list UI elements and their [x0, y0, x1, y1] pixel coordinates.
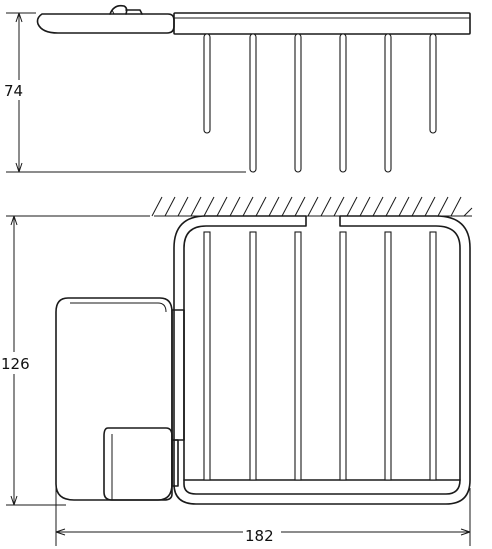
dimension-label-74: 74 — [4, 82, 23, 100]
basket-wire-5 — [384, 231, 392, 481]
hatch-line-9 — [255, 196, 267, 217]
basket-wire-3 — [294, 231, 302, 481]
wire-3 — [294, 33, 302, 173]
wire-1 — [203, 33, 211, 134]
basket-wire-4 — [339, 231, 347, 481]
hatch-line-23 — [437, 196, 449, 217]
hatch-line-4 — [190, 196, 202, 217]
basket-wire-6 — [429, 231, 437, 481]
top-plate — [173, 12, 471, 35]
hatch-line-25 — [463, 207, 473, 217]
top-holder-clip-line — [111, 9, 115, 15]
hatch-line-24 — [450, 196, 462, 217]
holder-cap — [103, 427, 173, 501]
wire-5 — [384, 33, 392, 173]
holder-body — [55, 297, 173, 501]
hatch-line-15 — [333, 196, 345, 217]
hatch-line-19 — [385, 196, 397, 217]
hatch-line-16 — [346, 196, 358, 217]
wire-4 — [339, 33, 347, 173]
top-holder-body — [36, 13, 175, 34]
hatch-line-14 — [320, 196, 332, 217]
mounting-bar-lower — [171, 439, 179, 487]
hatch-line-12 — [294, 196, 306, 217]
dimension-label-126: 126 — [1, 355, 30, 373]
basket-wires — [203, 231, 437, 481]
top-wires — [203, 33, 437, 173]
wall-hatching — [151, 196, 473, 217]
dimension-height-top: 74 — [2, 12, 246, 173]
basket-wire-2 — [249, 231, 257, 481]
dimension-height-front: 126 — [0, 215, 150, 506]
dimension-label-182: 182 — [245, 527, 274, 545]
hatch-line-2 — [164, 196, 176, 217]
hatch-line-17 — [359, 196, 371, 217]
hatch-line-8 — [242, 196, 254, 217]
basket-frame-outer — [173, 215, 471, 505]
hatch-line-7 — [229, 196, 241, 217]
hatch-line-5 — [203, 196, 215, 217]
wire-2 — [249, 33, 257, 173]
dimension-width: 182 — [55, 488, 471, 546]
basket-wire-1 — [203, 231, 211, 481]
hatch-line-11 — [281, 196, 293, 217]
hatch-line-21 — [411, 196, 423, 217]
front-view: 126 182 — [0, 196, 473, 546]
holder-body-inner — [70, 302, 167, 313]
hatch-line-1 — [151, 196, 163, 217]
hatch-line-6 — [216, 196, 228, 217]
hatch-line-22 — [424, 196, 436, 217]
hatch-line-10 — [268, 196, 280, 217]
top-view: 74 — [2, 4, 471, 173]
hatch-line-20 — [398, 196, 410, 217]
hatch-line-13 — [307, 196, 319, 217]
hatch-line-3 — [177, 196, 189, 217]
wire-6 — [429, 33, 437, 134]
hatch-line-18 — [372, 196, 384, 217]
top-holder-clip — [109, 4, 143, 15]
